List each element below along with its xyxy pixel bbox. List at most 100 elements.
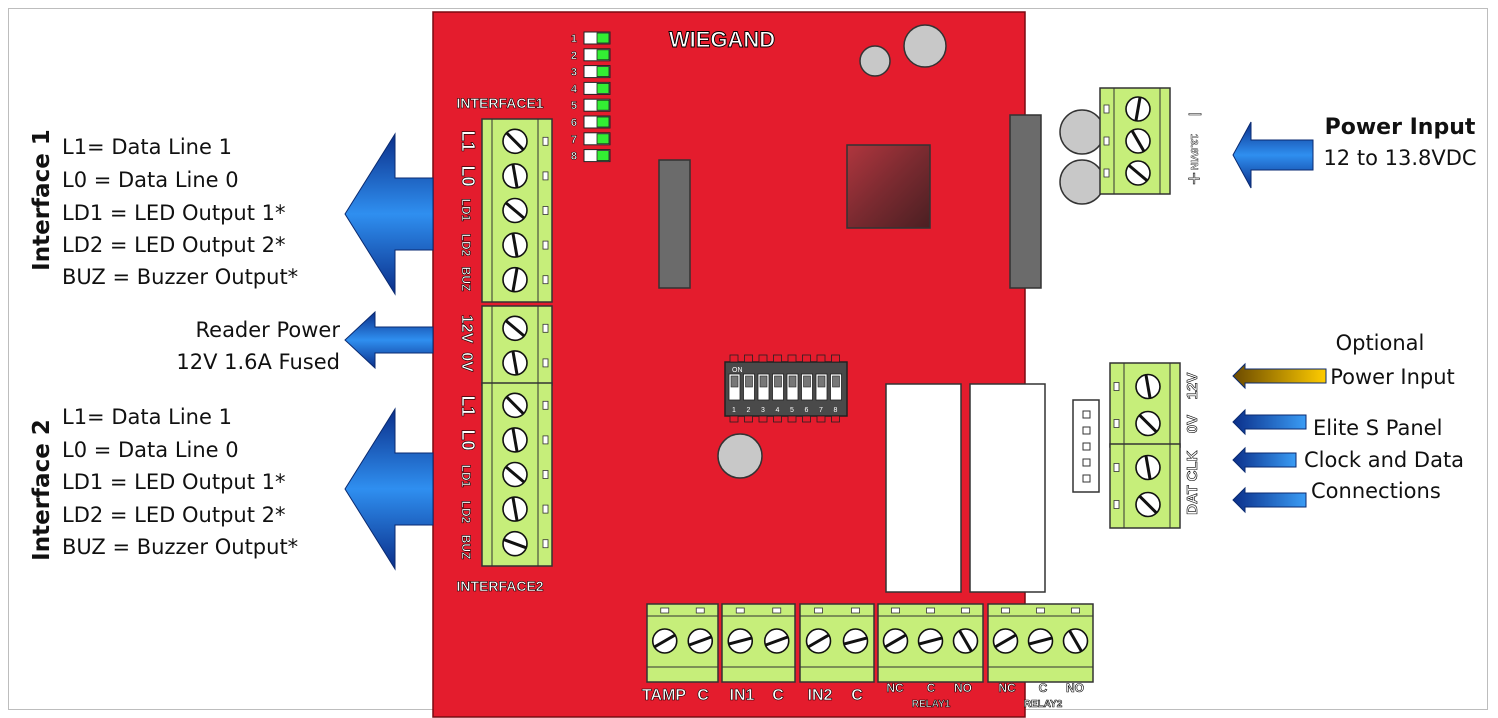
silk-relay2: RELAY2 bbox=[1024, 699, 1063, 710]
ic-right bbox=[1009, 114, 1042, 289]
dip-toggle bbox=[745, 375, 753, 388]
dip-number: 4 bbox=[776, 407, 780, 414]
dip-pin bbox=[773, 354, 782, 363]
screw-slot bbox=[918, 636, 943, 646]
header-pin bbox=[1082, 474, 1091, 483]
interface1-line-5: BUZ = Buzzer Output* bbox=[62, 265, 299, 289]
silk-if1-ld1: LD1 bbox=[459, 199, 473, 222]
reader-power-line-2: 12V 1.6A Fused bbox=[176, 350, 340, 374]
panel-line-2: Clock and Data bbox=[1304, 448, 1465, 472]
screw-slot bbox=[843, 636, 868, 646]
screw-slot bbox=[503, 538, 527, 550]
interface1-line-2: L0 = Data Line 0 bbox=[62, 168, 239, 192]
screw-slot bbox=[511, 350, 519, 375]
led-light bbox=[596, 99, 610, 111]
screw-slot bbox=[1130, 129, 1146, 153]
silk-power-12v: 12V bbox=[458, 315, 475, 344]
silk-panel-dat: DAT bbox=[1184, 485, 1201, 515]
silk-bottom-nc: NC bbox=[998, 681, 1016, 695]
led-light bbox=[596, 83, 610, 94]
terminal-tab bbox=[542, 435, 549, 445]
terminal-tab bbox=[542, 539, 549, 549]
led-number: 7 bbox=[571, 134, 577, 146]
screw-slot bbox=[1138, 494, 1158, 515]
terminal-tab bbox=[695, 607, 705, 614]
capacitor bbox=[1059, 159, 1105, 205]
terminal-blocks bbox=[481, 87, 1181, 683]
dip-toggle bbox=[832, 375, 840, 388]
silk-if2-l1: L1 bbox=[458, 395, 478, 416]
arrow-interface1 bbox=[344, 132, 434, 296]
microcontroller-chip bbox=[846, 144, 931, 229]
terminal-tab bbox=[961, 607, 970, 614]
reader-power-line-1: Reader Power bbox=[195, 318, 341, 342]
silk-panel-0v: 0V bbox=[1184, 415, 1201, 433]
screw-slot bbox=[1134, 96, 1142, 122]
screw-slot bbox=[511, 427, 519, 452]
dip-pin bbox=[787, 354, 797, 363]
dip-pin bbox=[729, 354, 739, 363]
screw-slot bbox=[1138, 413, 1158, 434]
terminal-tab bbox=[542, 358, 549, 368]
dip-number: 2 bbox=[747, 407, 751, 414]
dip-number: 5 bbox=[790, 407, 794, 414]
screw-slot bbox=[807, 633, 830, 649]
silk-if1-ld2: LD2 bbox=[459, 234, 473, 257]
screw-slot bbox=[505, 395, 525, 415]
dip-pin bbox=[773, 415, 782, 423]
dip-pin bbox=[831, 354, 840, 363]
silk-bottom-c: C bbox=[772, 687, 784, 704]
silk-power-0v: 0V bbox=[458, 352, 475, 372]
dip-pin bbox=[802, 415, 811, 423]
dip-toggle bbox=[803, 375, 811, 388]
optional-power-line-2: Power Input bbox=[1330, 365, 1455, 389]
screw-slot bbox=[994, 633, 1017, 649]
silk-panel-12v: 12V bbox=[1184, 373, 1201, 400]
dip-pin bbox=[787, 415, 797, 423]
dip-pin bbox=[831, 415, 840, 423]
dip-pin bbox=[816, 415, 826, 423]
silk-bottom-c: C bbox=[851, 687, 863, 704]
screw-slot bbox=[511, 267, 519, 292]
mounting-hole bbox=[859, 45, 891, 77]
screw-slot bbox=[511, 233, 519, 258]
interface2-line-3: LD1 = LED Output 1* bbox=[62, 470, 286, 494]
header-pin bbox=[1082, 442, 1091, 451]
silk-if1-buz: BUZ bbox=[459, 267, 473, 292]
terminal-tab bbox=[735, 607, 745, 614]
dip-pin bbox=[744, 415, 753, 423]
dip-number: 7 bbox=[819, 407, 823, 414]
terminal-tab bbox=[542, 400, 549, 410]
terminal-tab bbox=[542, 323, 549, 333]
screw-slot bbox=[505, 131, 525, 151]
led-number: 4 bbox=[571, 83, 578, 95]
silk-if1-l0: L0 bbox=[458, 165, 478, 186]
silk-bottom-c: C bbox=[1039, 681, 1048, 695]
ic-left bbox=[658, 159, 691, 289]
terminal-tab bbox=[542, 240, 549, 250]
dip-pin bbox=[816, 354, 826, 363]
screw-slot bbox=[504, 201, 526, 220]
screw-slot bbox=[764, 635, 789, 647]
screw-slot bbox=[511, 163, 519, 188]
terminal-tab bbox=[660, 607, 670, 614]
screw-slot bbox=[884, 633, 907, 649]
mounting-hole bbox=[717, 433, 763, 479]
panel-line-1: Elite S Panel bbox=[1313, 416, 1443, 440]
dip-toggle bbox=[788, 375, 797, 388]
dip-toggle bbox=[817, 375, 826, 388]
dip-number: 6 bbox=[805, 407, 809, 414]
terminal-tab bbox=[1071, 607, 1080, 614]
terminal-tab bbox=[1113, 500, 1120, 509]
screw-slot bbox=[1028, 636, 1053, 646]
dip-toggle bbox=[759, 375, 768, 388]
silk-bottom-c: C bbox=[697, 687, 709, 704]
silk-if2-ld1: LD1 bbox=[459, 465, 473, 488]
terminal-tab bbox=[542, 136, 549, 146]
screw-slot bbox=[1068, 629, 1083, 653]
arrow-panel-1 bbox=[1232, 408, 1307, 436]
arrow-interface2 bbox=[344, 407, 434, 571]
screw-slot bbox=[511, 497, 519, 522]
interface1-line-3: LD1 = LED Output 1* bbox=[62, 201, 286, 225]
